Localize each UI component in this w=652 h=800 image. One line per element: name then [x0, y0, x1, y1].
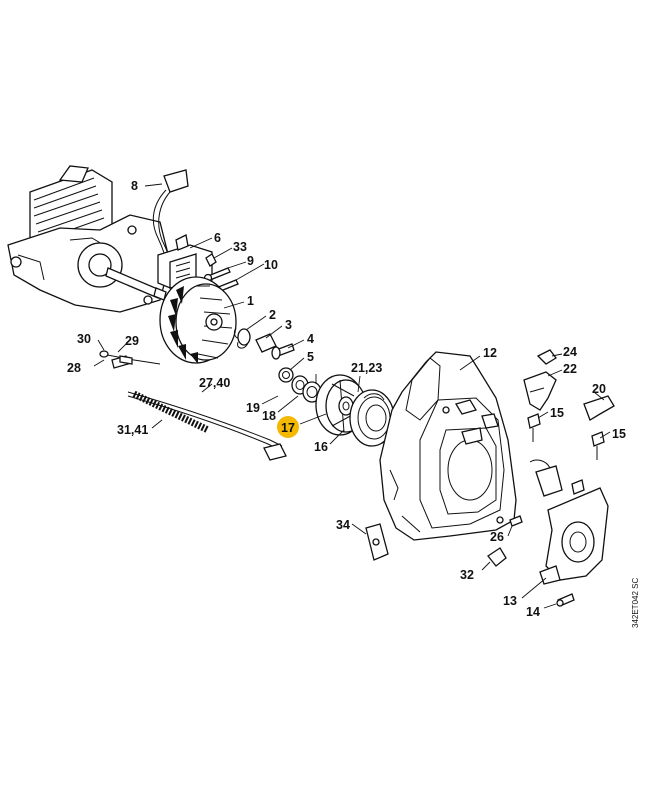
label-8: 8 — [131, 179, 138, 193]
label-3: 3 — [285, 318, 292, 332]
label-6: 6 — [214, 231, 221, 245]
part-12-fan-housing — [379, 351, 517, 541]
label-9: 9 — [247, 254, 254, 268]
part-labels: 8 6 33 9 10 1 2 3 4 5 21,23 12 24 22 20 … — [67, 179, 626, 619]
parts-28-30-lead-terminals — [99, 350, 161, 365]
label-17: 17 — [281, 421, 295, 435]
part-32-clip — [487, 547, 507, 567]
label-4: 4 — [307, 332, 314, 346]
label-32: 32 — [460, 568, 474, 582]
leader-lines — [93, 183, 611, 609]
part-34-plate — [365, 523, 389, 561]
stop-switch — [529, 459, 585, 497]
label-15b: 15 — [612, 427, 626, 441]
label-5: 5 — [307, 350, 314, 364]
highlight-circle — [277, 416, 299, 438]
engine-block — [7, 165, 171, 313]
label-21-23: 21,23 — [351, 361, 382, 375]
label-34: 34 — [336, 518, 350, 532]
drawing-code: 342ET042 SC — [631, 578, 640, 628]
label-22: 22 — [563, 362, 577, 376]
label-24: 24 — [563, 345, 577, 359]
label-29: 29 — [125, 334, 139, 348]
label-20: 20 — [592, 382, 606, 396]
label-13: 13 — [503, 594, 517, 608]
highlighted-callout-17[interactable]: 17 — [277, 416, 299, 438]
parts-13-14-bracket — [539, 487, 609, 607]
label-27-40: 27,40 — [199, 376, 230, 390]
label-26: 26 — [490, 530, 504, 544]
label-2: 2 — [269, 308, 276, 322]
label-33: 33 — [233, 240, 247, 254]
label-10: 10 — [264, 258, 278, 272]
label-30: 30 — [77, 332, 91, 346]
part-8-ignition-lead — [152, 169, 189, 269]
label-28: 28 — [67, 361, 81, 375]
label-14: 14 — [526, 605, 540, 619]
parts-15-20-switch-assembly — [527, 395, 615, 460]
part-31-41-spring-sleeve — [132, 390, 210, 434]
parts-22-24-control-lever — [523, 349, 557, 411]
label-18: 18 — [262, 409, 276, 423]
label-31-41: 31,41 — [117, 423, 148, 437]
part-33-clip — [205, 253, 217, 267]
label-12: 12 — [483, 346, 497, 360]
label-1: 1 — [247, 294, 254, 308]
parts-2-5-starter-pawl-set — [233, 327, 295, 383]
label-19: 19 — [246, 401, 260, 415]
part-26-screw — [509, 515, 523, 527]
label-16: 16 — [314, 440, 328, 454]
label-15a: 15 — [550, 406, 564, 420]
part-1-flywheel — [159, 276, 237, 364]
